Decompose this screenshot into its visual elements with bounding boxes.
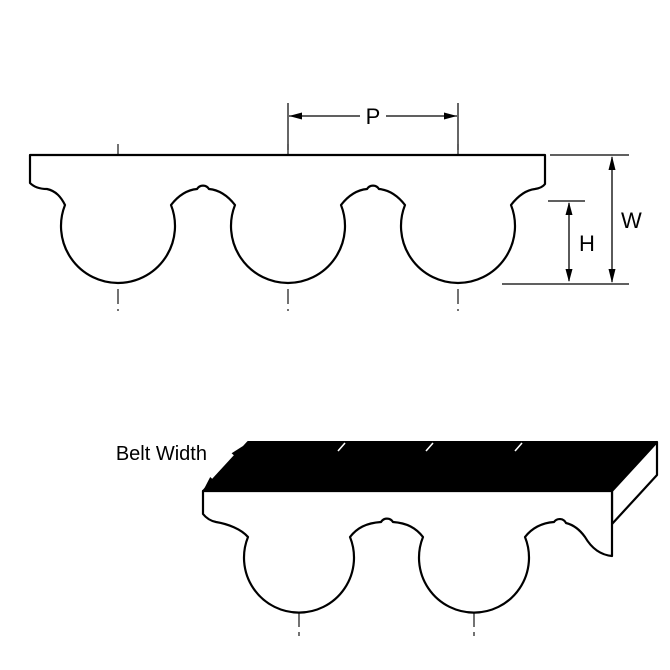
tooth-height-label: H xyxy=(579,231,595,256)
belt-width-dimension: Belt Width xyxy=(116,443,243,489)
belt-width-arrow-line xyxy=(211,454,236,481)
tooth-height-arrow-up xyxy=(565,202,573,215)
belt-top-face xyxy=(202,441,658,492)
belt-isometric-view: Belt Width xyxy=(116,440,659,641)
top-face-tooth-mark xyxy=(514,442,523,452)
belt-cross-section-view: P W H xyxy=(28,102,642,311)
belt-thickness-dimension: W xyxy=(502,154,642,285)
belt-front-profile xyxy=(201,489,614,614)
pitch-arrow-right xyxy=(444,112,457,120)
pitch-label: P xyxy=(366,104,381,129)
belt-width-label: Belt Width xyxy=(116,443,207,465)
tooth-height-dimension: H xyxy=(548,200,595,282)
top-face-tooth-mark xyxy=(337,442,346,452)
top-face-tooth-mark xyxy=(425,442,434,452)
pitch-label-background xyxy=(360,102,386,129)
thickness-arrow-down xyxy=(608,269,616,283)
belt-width-arrow-up xyxy=(231,446,243,458)
pitch-arrow-left xyxy=(289,112,302,120)
belt-width-arrow-down xyxy=(204,477,216,489)
thickness-arrow-up xyxy=(608,156,616,170)
pitch-dimension: P xyxy=(287,102,459,150)
tooth-height-arrow-down xyxy=(565,269,573,282)
belt-thickness-label: W xyxy=(621,208,642,233)
belt-profile-outline xyxy=(28,153,547,285)
